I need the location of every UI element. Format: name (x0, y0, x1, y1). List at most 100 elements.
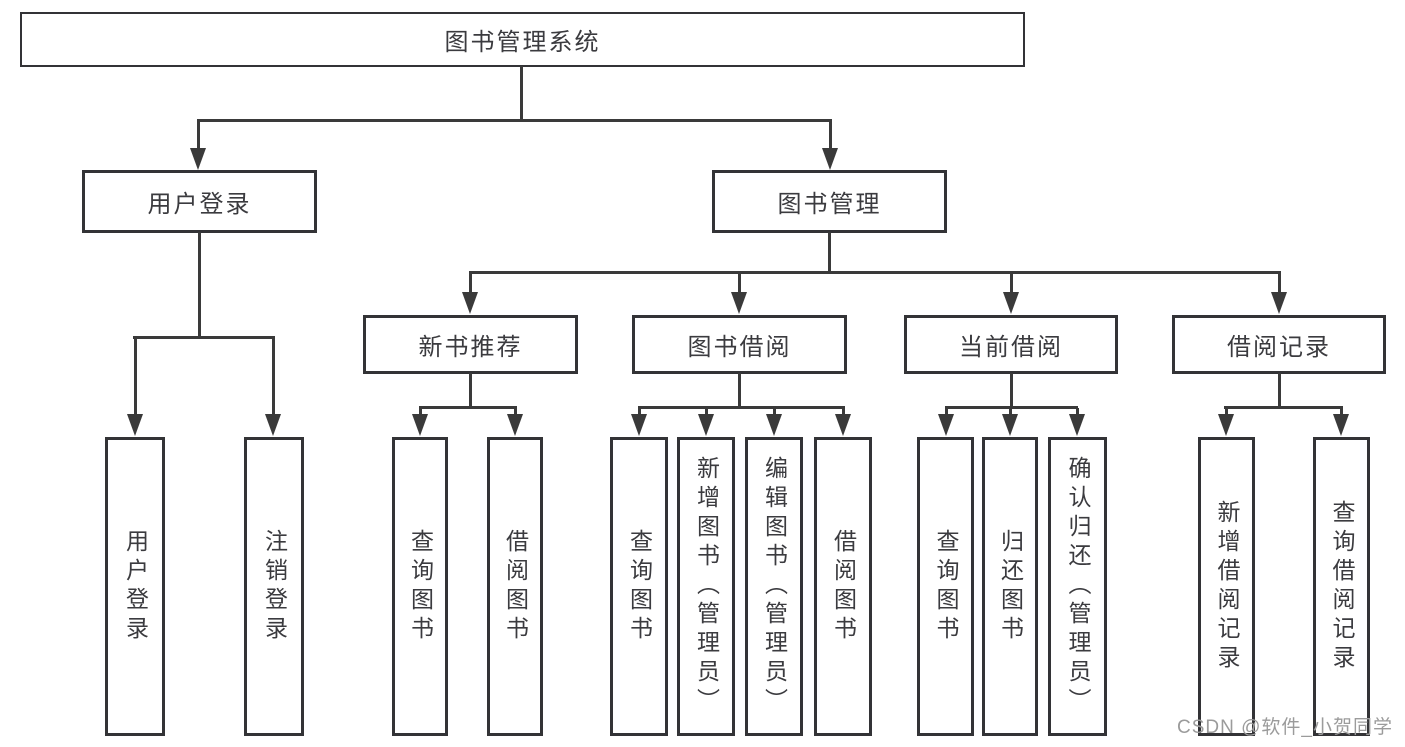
leaf-borrow-book-A: 借阅图书 (487, 437, 543, 736)
node-book-borrow-label: 图书借阅 (687, 334, 792, 361)
node-user-login-label: 用户登录 (147, 191, 252, 218)
leaf-label: 编辑图书（管理员） (761, 456, 788, 717)
leaf-logout: 注销登录 (244, 437, 304, 736)
leaf-logout-label: 注销登录 (261, 528, 288, 645)
leaf-label: 查询图书 (407, 528, 434, 645)
arrow-stem (772, 408, 776, 414)
arrow-to-new-book (462, 273, 478, 314)
arrow-down-icon (1003, 292, 1019, 314)
leaf-label: 新增借阅记录 (1214, 499, 1240, 674)
connector-groupB-branch (638, 406, 845, 409)
arrow-stem (1075, 408, 1079, 414)
arrow-down-icon (835, 414, 851, 436)
leaf-label: 归还图书 (997, 528, 1024, 645)
arrow-stem (1224, 408, 1228, 414)
leaf-query-book-C: 查询图书 (917, 437, 974, 736)
leaf-label: 查询借阅记录 (1329, 499, 1355, 674)
arrow-stem (513, 408, 517, 414)
leaf-confirm-return-admin: 确认归还（管理员） (1048, 437, 1107, 736)
leaf-label: 查询图书 (626, 528, 653, 645)
arrow-stem (196, 121, 200, 148)
connector-user-branch (133, 336, 275, 339)
arrow-to-logout-leaf (265, 338, 281, 436)
arrow-down-icon (698, 414, 714, 436)
arrow-to-user-login (190, 121, 206, 170)
arrow-down-icon (265, 414, 281, 436)
arrow-to-borrow-record (1271, 273, 1287, 314)
arrow-stem (468, 273, 472, 292)
node-new-book-recommend-label: 新书推荐 (418, 334, 523, 361)
leaf-label: 新增图书（管理员） (693, 456, 720, 717)
arrow-down-icon (190, 148, 206, 170)
arrow-stem (418, 408, 422, 414)
arrow-stem (1008, 408, 1012, 414)
leaf-label: 查询图书 (933, 528, 959, 645)
arrow-down-icon (1218, 414, 1234, 436)
node-borrow-record: 借阅记录 (1172, 315, 1386, 374)
connector-groupC-stem (1010, 373, 1013, 407)
arrow-stem (944, 408, 948, 414)
node-new-book-recommend: 新书推荐 (363, 315, 578, 374)
arrow-stem (1277, 273, 1281, 292)
connector-root-branch (197, 119, 832, 122)
connector-root-stem (520, 66, 523, 120)
arrow-stem (841, 408, 845, 414)
node-user-login: 用户登录 (82, 170, 317, 233)
arrow-groupB-4 (835, 408, 851, 436)
arrow-stem (637, 408, 641, 414)
arrow-groupC-1 (938, 408, 954, 436)
node-borrow-record-label: 借阅记录 (1227, 334, 1331, 361)
arrow-stem (828, 121, 832, 148)
connector-groupB-stem (738, 373, 741, 407)
arrow-to-user-login-leaf (127, 338, 143, 436)
arrow-down-icon (731, 292, 747, 314)
arrow-groupA-2 (507, 408, 523, 436)
leaf-user-login: 用户登录 (105, 437, 165, 736)
arrow-groupC-3 (1069, 408, 1085, 436)
leaf-query-book-A: 查询图书 (392, 437, 448, 736)
connector-groupD-branch (1224, 406, 1343, 409)
leaf-query-book-B: 查询图书 (610, 437, 668, 736)
node-book-borrow: 图书借阅 (632, 315, 847, 374)
node-current-borrow-label: 当前借阅 (959, 334, 1063, 361)
arrow-stem (737, 273, 741, 292)
arrow-down-icon (1333, 414, 1349, 436)
arrow-stem (704, 408, 708, 414)
arrow-groupD-2 (1333, 408, 1349, 436)
leaf-return-book: 归还图书 (982, 437, 1038, 736)
arrow-down-icon (1271, 292, 1287, 314)
arrow-stem (1009, 273, 1013, 292)
leaf-label: 借阅图书 (502, 528, 529, 645)
arrow-to-book-management (822, 121, 838, 170)
node-current-borrow: 当前借阅 (904, 315, 1118, 374)
connector-groupD-stem (1278, 373, 1281, 407)
connector-book-stem (828, 232, 831, 272)
leaf-borrow-book-B: 借阅图书 (814, 437, 872, 736)
arrow-groupB-3 (766, 408, 782, 436)
connector-groupA-stem (469, 373, 472, 407)
leaf-label: 确认归还（管理员） (1065, 456, 1091, 717)
leaf-user-login-label: 用户登录 (122, 528, 149, 645)
arrow-down-icon (1002, 414, 1018, 436)
arrow-groupC-2 (1002, 408, 1018, 436)
node-book-management-label: 图书管理 (777, 191, 882, 218)
node-book-management: 图书管理 (712, 170, 947, 233)
connector-groupC-branch (945, 406, 1078, 409)
arrow-down-icon (462, 292, 478, 314)
arrow-groupA-1 (412, 408, 428, 436)
arrow-to-book-borrow (731, 273, 747, 314)
arrow-down-icon (631, 414, 647, 436)
leaf-add-book-admin: 新增图书（管理员） (677, 437, 735, 736)
arrow-down-icon (507, 414, 523, 436)
arrow-down-icon (412, 414, 428, 436)
arrow-stem (271, 338, 275, 414)
arrow-down-icon (1069, 414, 1085, 436)
node-root-label: 图书管理系统 (444, 29, 601, 56)
arrow-down-icon (822, 148, 838, 170)
arrow-down-icon (127, 414, 143, 436)
leaf-edit-book-admin: 编辑图书（管理员） (745, 437, 803, 736)
arrow-to-current-borrow (1003, 273, 1019, 314)
leaf-label: 借阅图书 (830, 528, 857, 645)
arrow-down-icon (766, 414, 782, 436)
arrow-groupB-1 (631, 408, 647, 436)
